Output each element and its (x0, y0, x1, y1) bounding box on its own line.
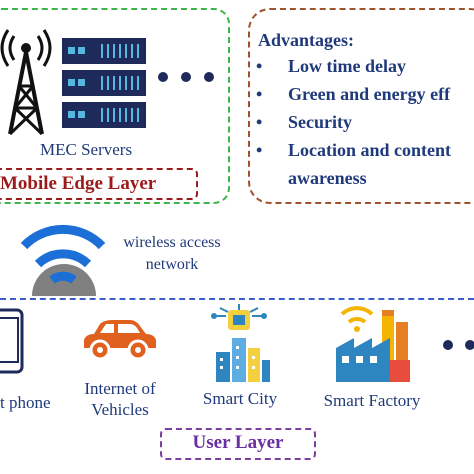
mec-servers-label: MEC Servers (40, 140, 133, 159)
wireless-network-label-line1: wireless access (123, 234, 221, 251)
advantage-text: Location and content (288, 140, 452, 160)
advantage-text: Green and energy eff (288, 84, 451, 104)
wireless-network-label-line2: network (145, 256, 199, 273)
smart-factory-label: Smart Factory (323, 391, 421, 410)
advantage-text: Low time delay (288, 56, 406, 76)
advantage-text: awareness (288, 168, 367, 188)
wifi-icon (20, 224, 106, 296)
bullet-icon: • (256, 56, 263, 76)
more-servers-icon (158, 72, 214, 82)
wireless-network-label: wireless access network (114, 232, 230, 276)
advantages-title: Advantages: (258, 30, 355, 50)
mobile-edge-layer-frame (0, 168, 198, 200)
cell-tower-icon (0, 29, 52, 136)
smart-city-label: Smart City (202, 389, 278, 408)
advantage-text: Security (288, 112, 352, 132)
smart-city-icon (211, 304, 270, 382)
vehicles-label-line2: Vehicles (91, 400, 149, 419)
advantages-panel (248, 8, 474, 204)
more-devices-icon (443, 340, 474, 350)
user-layer-title: User Layer (192, 432, 284, 453)
smartphone-icon (0, 308, 24, 374)
user-layer-boundary (0, 298, 474, 300)
bullet-icon: • (256, 140, 263, 160)
advantages-list: • Low time delay • Green and energy eff … (256, 56, 474, 196)
factory-icon (336, 306, 410, 382)
smartphone-label: t phone (0, 393, 51, 412)
user-layer-frame (160, 428, 316, 460)
server-rack-icon (62, 38, 146, 128)
vehicles-label-line1: Internet of (84, 379, 156, 398)
bullet-icon: • (256, 112, 263, 132)
vehicles-label: Internet of Vehicles (66, 378, 174, 420)
bullet-icon: • (256, 84, 263, 104)
mobile-edge-layer-panel (0, 8, 230, 204)
mobile-edge-layer-title: Mobile Edge Layer (0, 173, 157, 194)
car-icon (84, 320, 156, 361)
